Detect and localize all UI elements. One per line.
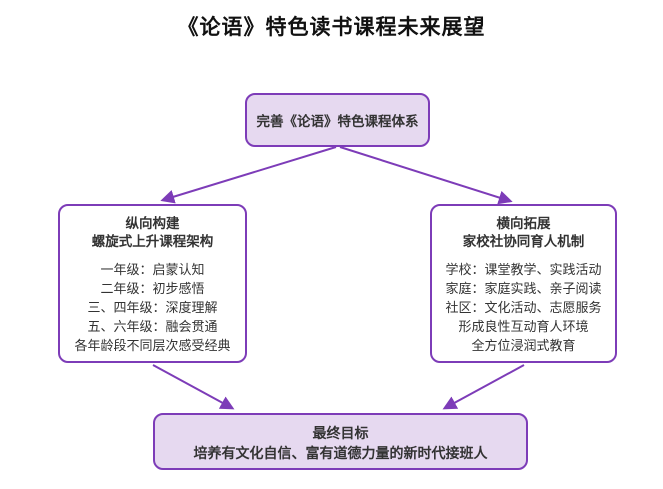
node-bottom-title: 最终目标 [312, 425, 369, 441]
node-bottom-subtitle: 培养有文化自信、富有道德力量的新时代接班人 [193, 445, 488, 461]
node-right-body-line: 社区：文化活动、志愿服务 [445, 300, 602, 315]
node-bottom-final-goal: 最终目标 培养有文化自信、富有道德力量的新时代接班人 [153, 413, 528, 470]
page-title: 《论语》特色读书课程未来展望 [177, 15, 486, 39]
node-left-body-line: 三、四年级：深度理解 [87, 300, 218, 315]
node-right-body-line: 形成良性互动育人环境 [458, 319, 589, 334]
node-right-horizontal-expansion: 横向拓展 家校社协同育人机制 学校：课堂教学、实践活动 家庭：家庭实践、亲子阅读… [430, 204, 617, 363]
node-left-body-line: 各年龄段不同层次感受经典 [74, 338, 231, 353]
node-left-title: 纵向构建 螺旋式上升课程架构 [60, 215, 245, 251]
node-left-vertical-construction: 纵向构建 螺旋式上升课程架构 一年级：启蒙认知 二年级：初步感悟 三、四年级：深… [58, 204, 247, 363]
node-right-title: 横向拓展 家校社协同育人机制 [432, 215, 615, 251]
node-right-title-line2: 家校社协同育人机制 [462, 234, 585, 249]
node-left-body: 一年级：启蒙认知 二年级：初步感悟 三、四年级：深度理解 五、六年级：融会贯通 … [60, 260, 245, 355]
edge-right-to-bottom [442, 364, 525, 410]
node-top-curriculum-system: 完善《论语》特色课程体系 [245, 93, 430, 147]
node-left-body-line: 一年级：启蒙认知 [100, 262, 205, 277]
edge-top-to-right [339, 146, 513, 205]
node-left-body-line: 二年级：初步感悟 [100, 281, 205, 296]
node-left-title-line1: 纵向构建 [125, 216, 180, 231]
node-right-body-line: 全方位浸润式教育 [471, 338, 576, 353]
node-left-body-line: 五、六年级：融会贯通 [87, 319, 218, 334]
edge-top-to-left [160, 146, 337, 204]
node-right-body: 学校：课堂教学、实践活动 家庭：家庭实践、亲子阅读 社区：文化活动、志愿服务 形… [432, 260, 615, 355]
node-right-body-line: 家庭：家庭实践、亲子阅读 [445, 281, 602, 296]
node-left-title-line2: 螺旋式上升课程架构 [91, 234, 214, 249]
node-right-title-line1: 横向拓展 [496, 216, 551, 231]
node-right-body-line: 学校：课堂教学、实践活动 [445, 262, 602, 277]
node-top-label: 完善《论语》特色课程体系 [256, 114, 419, 129]
edge-left-to-bottom [152, 364, 235, 410]
